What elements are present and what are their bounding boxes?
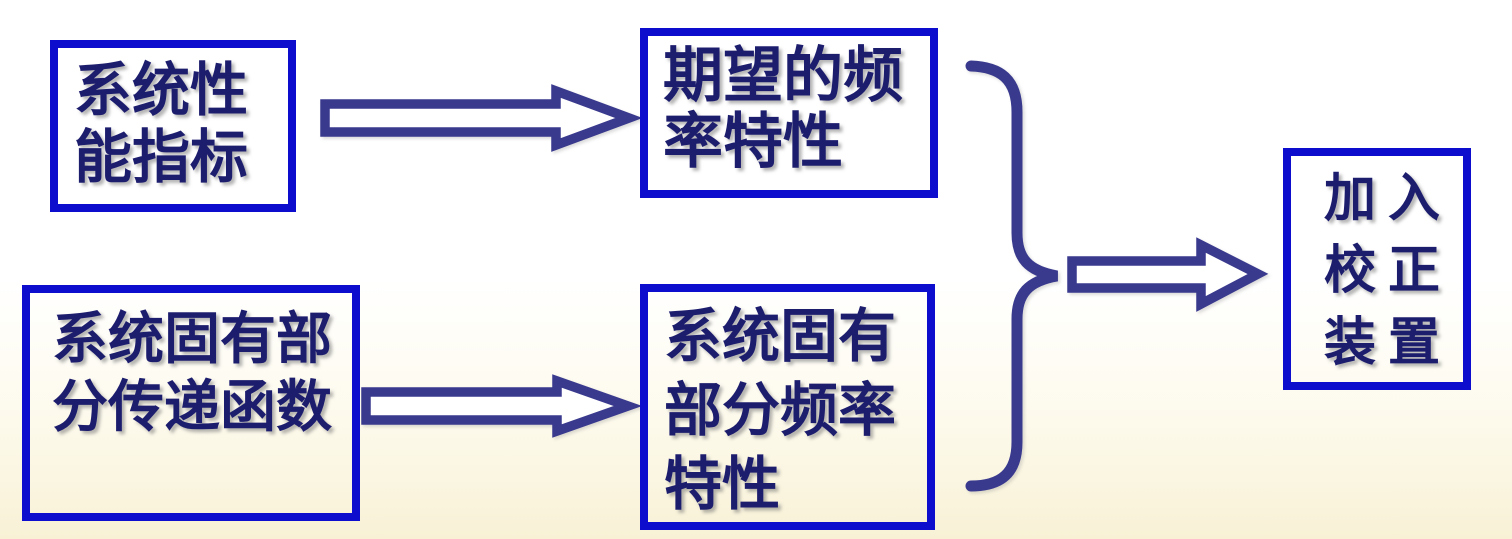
top-right-block-arrow-icon [320, 84, 643, 152]
right-curly-brace-icon [965, 60, 1059, 492]
box-text-line: 校正 [1323, 243, 1452, 300]
box-desired-frequency-characteristic: 期望的频 率特性 [640, 28, 938, 198]
box-system-performance-specs: 系统性 能指标 [50, 40, 296, 212]
box-text-line: 特性 [664, 452, 781, 517]
box-text-line: 系统固有 [664, 304, 897, 369]
box-text-line: 系统固有部 [52, 309, 332, 371]
box-plant-transfer-function: 系统固有部 分传递函数 [22, 285, 360, 521]
box-text-line: 部分频率 [664, 378, 897, 443]
box-text-line: 分传递函数 [52, 377, 332, 439]
box-plant-frequency-characteristic: 系统固有 部分频率 特性 [640, 284, 935, 530]
box-text-line: 率特性 [663, 109, 843, 175]
box-text-line: 加入 [1323, 171, 1452, 228]
box-add-compensator: 加入 校正 装置 [1283, 148, 1471, 390]
box-text-line: 能指标 [74, 125, 249, 190]
box-text-line: 装置 [1323, 315, 1452, 372]
result-right-block-arrow-icon [1067, 237, 1269, 312]
box-text-line: 期望的频 [663, 43, 903, 109]
box-text-line: 系统性 [74, 58, 249, 123]
bottom-right-block-arrow-icon [361, 374, 643, 438]
